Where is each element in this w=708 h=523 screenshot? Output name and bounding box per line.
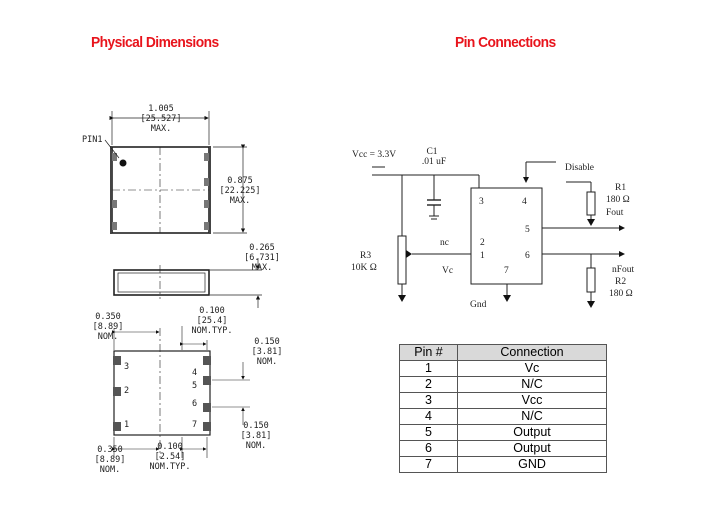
nc-label: nc bbox=[440, 238, 449, 248]
top-left-dim-2: [8.89] bbox=[93, 322, 124, 332]
connection-cell: GND bbox=[457, 456, 607, 473]
dimension-lines bbox=[104, 111, 247, 234]
width-dim-1: 1.005 bbox=[148, 104, 174, 114]
bottom-left-dim-2: [8.89] bbox=[95, 455, 126, 465]
pad-number-2: 2 bbox=[124, 386, 129, 396]
ic-pin-5: 5 bbox=[525, 225, 530, 235]
width-dim-3: MAX. bbox=[151, 124, 171, 134]
package-top-view bbox=[110, 146, 211, 234]
ic-pin-2: 2 bbox=[480, 238, 485, 248]
r2-ground-icon bbox=[587, 301, 595, 308]
top-mid-dim-2: [25.4] bbox=[197, 316, 228, 326]
right-bottom-dim-2: [3.81] bbox=[241, 431, 272, 441]
ground-arrow-icon bbox=[398, 295, 406, 302]
nfout-label: nFout bbox=[612, 265, 635, 275]
right-top-dim-3: NOM. bbox=[257, 357, 277, 367]
connection-cell: N/C bbox=[457, 376, 607, 393]
pin-number-cell: 3 bbox=[399, 392, 458, 409]
top-left-dim-1: 0.350 bbox=[95, 312, 121, 322]
pin-number-cell: 7 bbox=[399, 456, 458, 473]
r2-value: 180 Ω bbox=[609, 289, 633, 299]
right-top-dim-1: 0.150 bbox=[254, 337, 280, 347]
pad-number-5: 5 bbox=[192, 381, 197, 391]
connection-cell: Output bbox=[457, 440, 607, 457]
connection-cell: N/C bbox=[457, 408, 607, 425]
ic-pin-6: 6 bbox=[525, 251, 530, 261]
gnd-label: Gnd bbox=[470, 300, 487, 310]
pin1-label: PIN1 bbox=[82, 135, 102, 145]
package-side-view bbox=[113, 258, 262, 308]
vc-label: Vc bbox=[442, 266, 453, 276]
ic-pin-3: 3 bbox=[479, 197, 484, 207]
bottom-mid-dim-2: [2.54] bbox=[155, 452, 186, 462]
bottom-left-dim-1: 0.350 bbox=[97, 445, 123, 455]
width-dim-2: [25.527] bbox=[141, 114, 182, 124]
height-dim-2: [22.225] bbox=[220, 186, 261, 196]
pin-table-header: Pin # Connection bbox=[399, 344, 607, 361]
disable-label: Disable bbox=[565, 163, 594, 173]
pin1-marker-icon bbox=[119, 159, 127, 167]
connection-cell: Vc bbox=[457, 360, 607, 377]
r1-value: 180 Ω bbox=[606, 195, 630, 205]
pin-number-cell: 1 bbox=[399, 360, 458, 377]
bottom-mid-dim-1: 0.100 bbox=[157, 442, 183, 452]
r2-label: R2 bbox=[615, 277, 626, 287]
connection-cell: Vcc bbox=[457, 392, 607, 409]
thickness-dim-2: [6.731] bbox=[244, 253, 280, 263]
height-dim-1: 0.875 bbox=[227, 176, 253, 186]
connection-header: Connection bbox=[457, 344, 607, 361]
ic-pin-4: 4 bbox=[522, 197, 527, 207]
right-bottom-dim-1: 0.150 bbox=[243, 421, 269, 431]
schematic-wiring bbox=[372, 161, 625, 302]
pin-number-cell: 2 bbox=[399, 376, 458, 393]
thickness-dim-3: MAX. bbox=[252, 263, 272, 273]
ic-pin-1: 1 bbox=[480, 251, 485, 261]
r3-value: 10K Ω bbox=[351, 263, 377, 273]
pad-number-7: 7 bbox=[192, 420, 197, 430]
bottom-mid-dim-3: NOM.TYP. bbox=[150, 462, 191, 472]
r1-ground-icon bbox=[587, 219, 595, 226]
right-top-dim-2: [3.81] bbox=[252, 347, 283, 357]
top-mid-dim-3: NOM.TYP. bbox=[192, 326, 233, 336]
pin-number-header: Pin # bbox=[399, 344, 458, 361]
top-left-dim-3: NOM. bbox=[98, 332, 118, 342]
vcc-label: Vcc = 3.3V bbox=[352, 150, 396, 160]
top-mid-dim-1: 0.100 bbox=[199, 306, 225, 316]
pin-number-cell: 5 bbox=[399, 424, 458, 441]
pin-number-cell: 6 bbox=[399, 440, 458, 457]
ic-pin-7: 7 bbox=[504, 266, 509, 276]
pad-number-4: 4 bbox=[192, 368, 197, 378]
pin-connections-heading: Pin Connections bbox=[455, 34, 556, 51]
pad-number-1: 1 bbox=[124, 420, 129, 430]
physical-dimensions-heading: Physical Dimensions bbox=[91, 34, 219, 51]
pad-footprint-view bbox=[112, 326, 250, 458]
gnd-arrow-icon bbox=[503, 295, 511, 302]
height-dim-3: MAX. bbox=[230, 196, 250, 206]
connection-cell: Output bbox=[457, 424, 607, 441]
pin-number-cell: 4 bbox=[399, 408, 458, 425]
r3-label: R3 bbox=[360, 251, 371, 261]
c1-value: .01 uF bbox=[422, 157, 446, 167]
right-bottom-dim-3: NOM. bbox=[246, 441, 266, 451]
thickness-dim-1: 0.265 bbox=[249, 243, 275, 253]
wiper-arrow-icon bbox=[406, 250, 412, 258]
pad-number-6: 6 bbox=[192, 399, 197, 409]
fout-label: Fout bbox=[606, 208, 624, 218]
pad-number-3: 3 bbox=[124, 362, 129, 372]
c1-label: C1 bbox=[426, 147, 437, 157]
bottom-left-dim-3: NOM. bbox=[100, 465, 120, 475]
r1-label: R1 bbox=[615, 183, 626, 193]
